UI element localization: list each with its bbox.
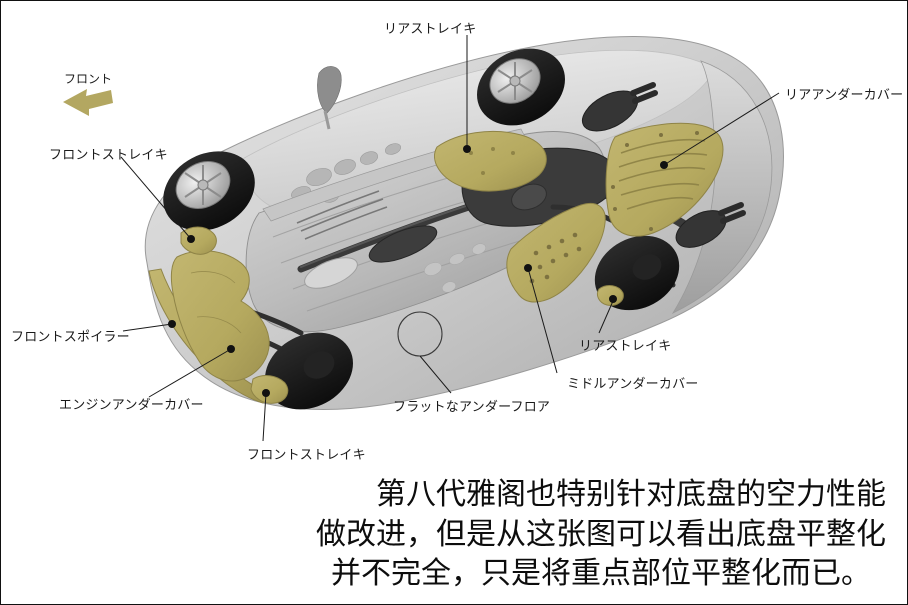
front-direction-label: フロント <box>64 72 113 86</box>
callout-label-front-strake-upper: フロントストレイキ <box>49 148 168 163</box>
engine-under-cover-part <box>170 250 270 382</box>
callout-label-engine-under-cover: エンジンアンダーカバー <box>59 398 204 413</box>
figure-caption: 第八代雅阁也特别针对底盘的空力性能 做改进，但是从这张图可以看出底盘平整化 并不… <box>301 475 901 594</box>
callout-label-rear-strake-lower: リアストレイキ <box>579 339 672 354</box>
rear-under-cover-ribs <box>618 138 708 210</box>
front-strake-upper-part <box>180 226 217 255</box>
tailpipe-left <box>630 82 658 104</box>
leader-front-strake-upper <box>120 156 192 240</box>
callout-label-front-strake-lower: フロントストレイキ <box>247 448 366 463</box>
callout-label-rear-strake-top: リアストレイキ <box>384 22 477 37</box>
tailpipe-right <box>718 202 746 224</box>
underfloor-dimples <box>424 243 487 293</box>
callout-label-rear-under-cover: リアアンダーカバー <box>785 88 904 103</box>
caption-line-1: 第八代雅阁也特别针对底盘的空力性能 <box>376 477 886 512</box>
rear-strake-top-part <box>434 130 547 192</box>
rear-strake-top-fasteners <box>469 147 515 175</box>
leader-engine-under-cover <box>148 348 232 398</box>
dot-engine-under-cover <box>227 345 235 353</box>
engine-cover-detail <box>190 271 242 334</box>
car-body-group <box>144 36 784 411</box>
antenna-stem <box>323 110 331 130</box>
front-strake-lower-part <box>250 375 289 404</box>
rear-under-cover-part <box>605 122 724 237</box>
leader-middle-under-cover <box>527 267 558 374</box>
rear-silencer-right <box>675 210 727 248</box>
dot-rear-strake-lower <box>609 295 617 303</box>
dot-front-strake-upper <box>187 235 195 243</box>
middle-under-cover-part <box>506 202 606 303</box>
front-direction-arrow-group <box>63 89 113 116</box>
leader-flat-underfloor <box>419 355 452 394</box>
wheel-rear-left <box>477 48 565 126</box>
dot-rear-under-cover <box>660 161 668 169</box>
dot-middle-under-cover <box>524 264 532 272</box>
callout-label-front-spoiler: フロントスポイラー <box>11 330 130 345</box>
wheel-front-left <box>163 151 255 231</box>
dot-rear-strake-top <box>463 145 471 153</box>
rear-silencer-left <box>581 90 639 132</box>
callout-label-middle-under-cover: ミドルアンダーカバー <box>567 377 699 392</box>
leader-front-spoiler <box>122 323 173 332</box>
rear-under-cover-fasteners <box>611 131 699 231</box>
callout-leader-lines <box>120 35 780 442</box>
fuel-tank-boss <box>511 183 547 211</box>
callout-label-flat-underfloor: フラットなアンダーフロア <box>393 400 551 415</box>
center-resonator <box>368 225 438 263</box>
leader-rear-under-cover <box>663 92 780 166</box>
catalytic-converter <box>304 257 358 289</box>
caption-line-3: 并不完全，只是将重点部位平整化而已。 <box>331 556 871 592</box>
heat-shield-corrugations <box>296 190 388 240</box>
leader-rear-strake-lower <box>598 300 614 334</box>
dot-front-strake-lower <box>262 389 270 397</box>
antenna-stub <box>317 66 342 114</box>
dot-front-spoiler <box>168 320 176 328</box>
rear-strake-lower-part <box>596 285 624 306</box>
left-arrow-icon <box>63 89 113 116</box>
caption-line-2: 做改进，但是从这张图可以看出底盘平整化 <box>316 516 886 552</box>
callout-anchor-dots <box>168 145 668 397</box>
leader-front-strake-lower <box>262 392 267 442</box>
